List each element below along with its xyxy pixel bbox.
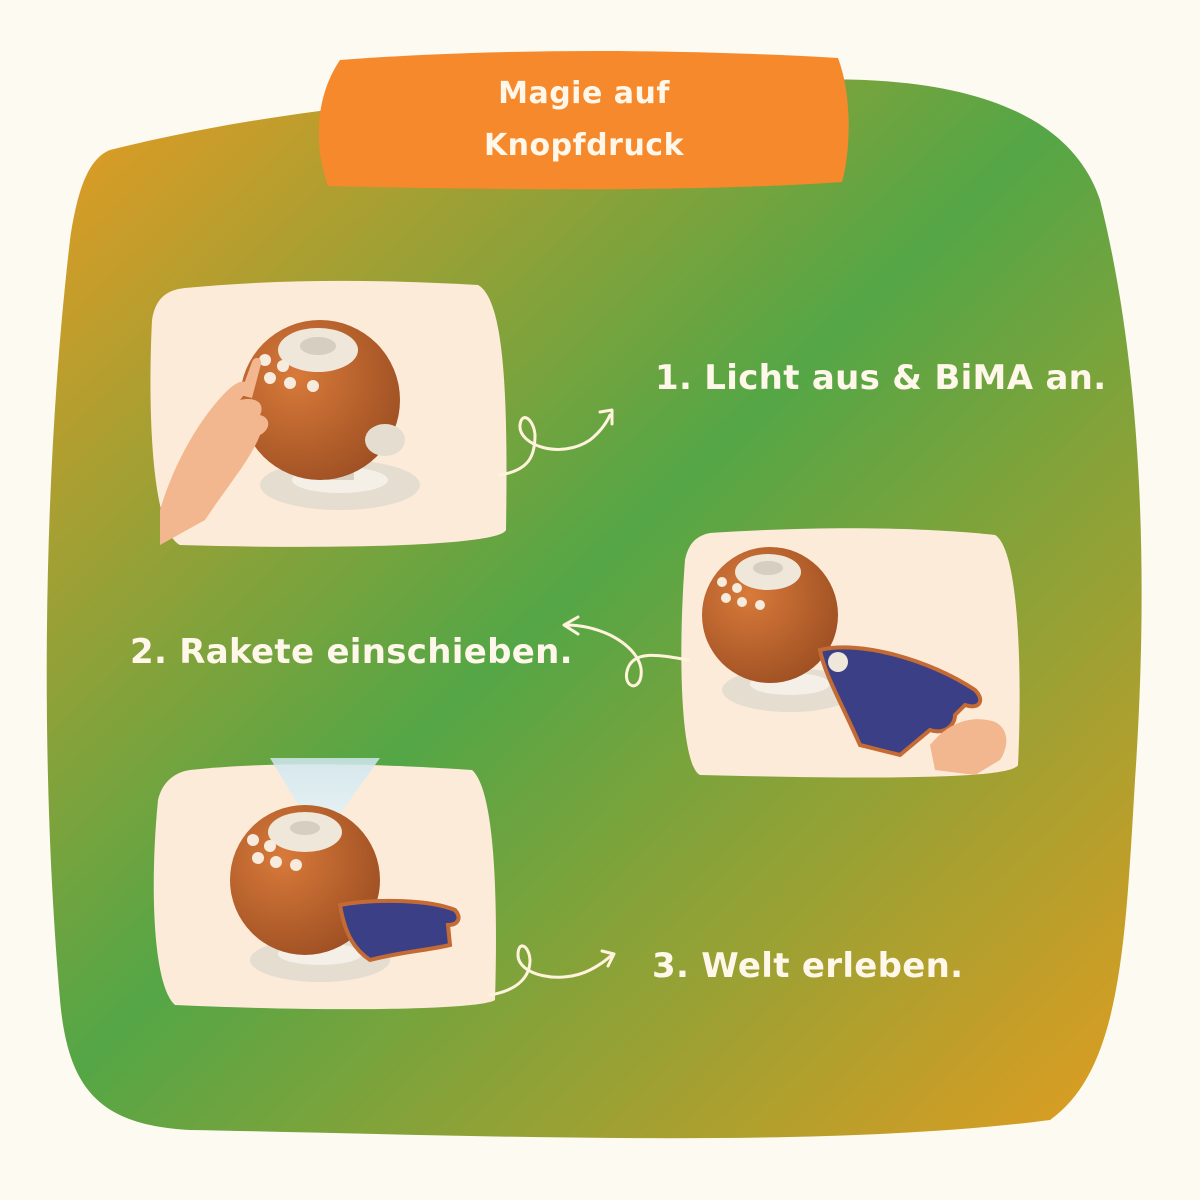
- step2-label: 2. Rakete einschieben.: [130, 632, 573, 672]
- title-tag: [318, 51, 849, 190]
- step3-label: 3. Welt erleben.: [652, 946, 964, 986]
- step1-arrow: [498, 413, 612, 477]
- title-line-2: Knopfdruck: [483, 128, 685, 163]
- title-line-1: Magie auf: [498, 76, 670, 111]
- step1-label: 1. Licht aus & BiMA an.: [655, 358, 1107, 398]
- page-title: Magie auf Knopfdruck: [318, 50, 850, 190]
- step2-arrow: [564, 623, 690, 688]
- step1-device-illustration: [160, 320, 420, 545]
- step3-device-illustration: [230, 758, 461, 982]
- step3-arrow: [488, 944, 614, 997]
- step2-device-illustration: [702, 547, 1007, 775]
